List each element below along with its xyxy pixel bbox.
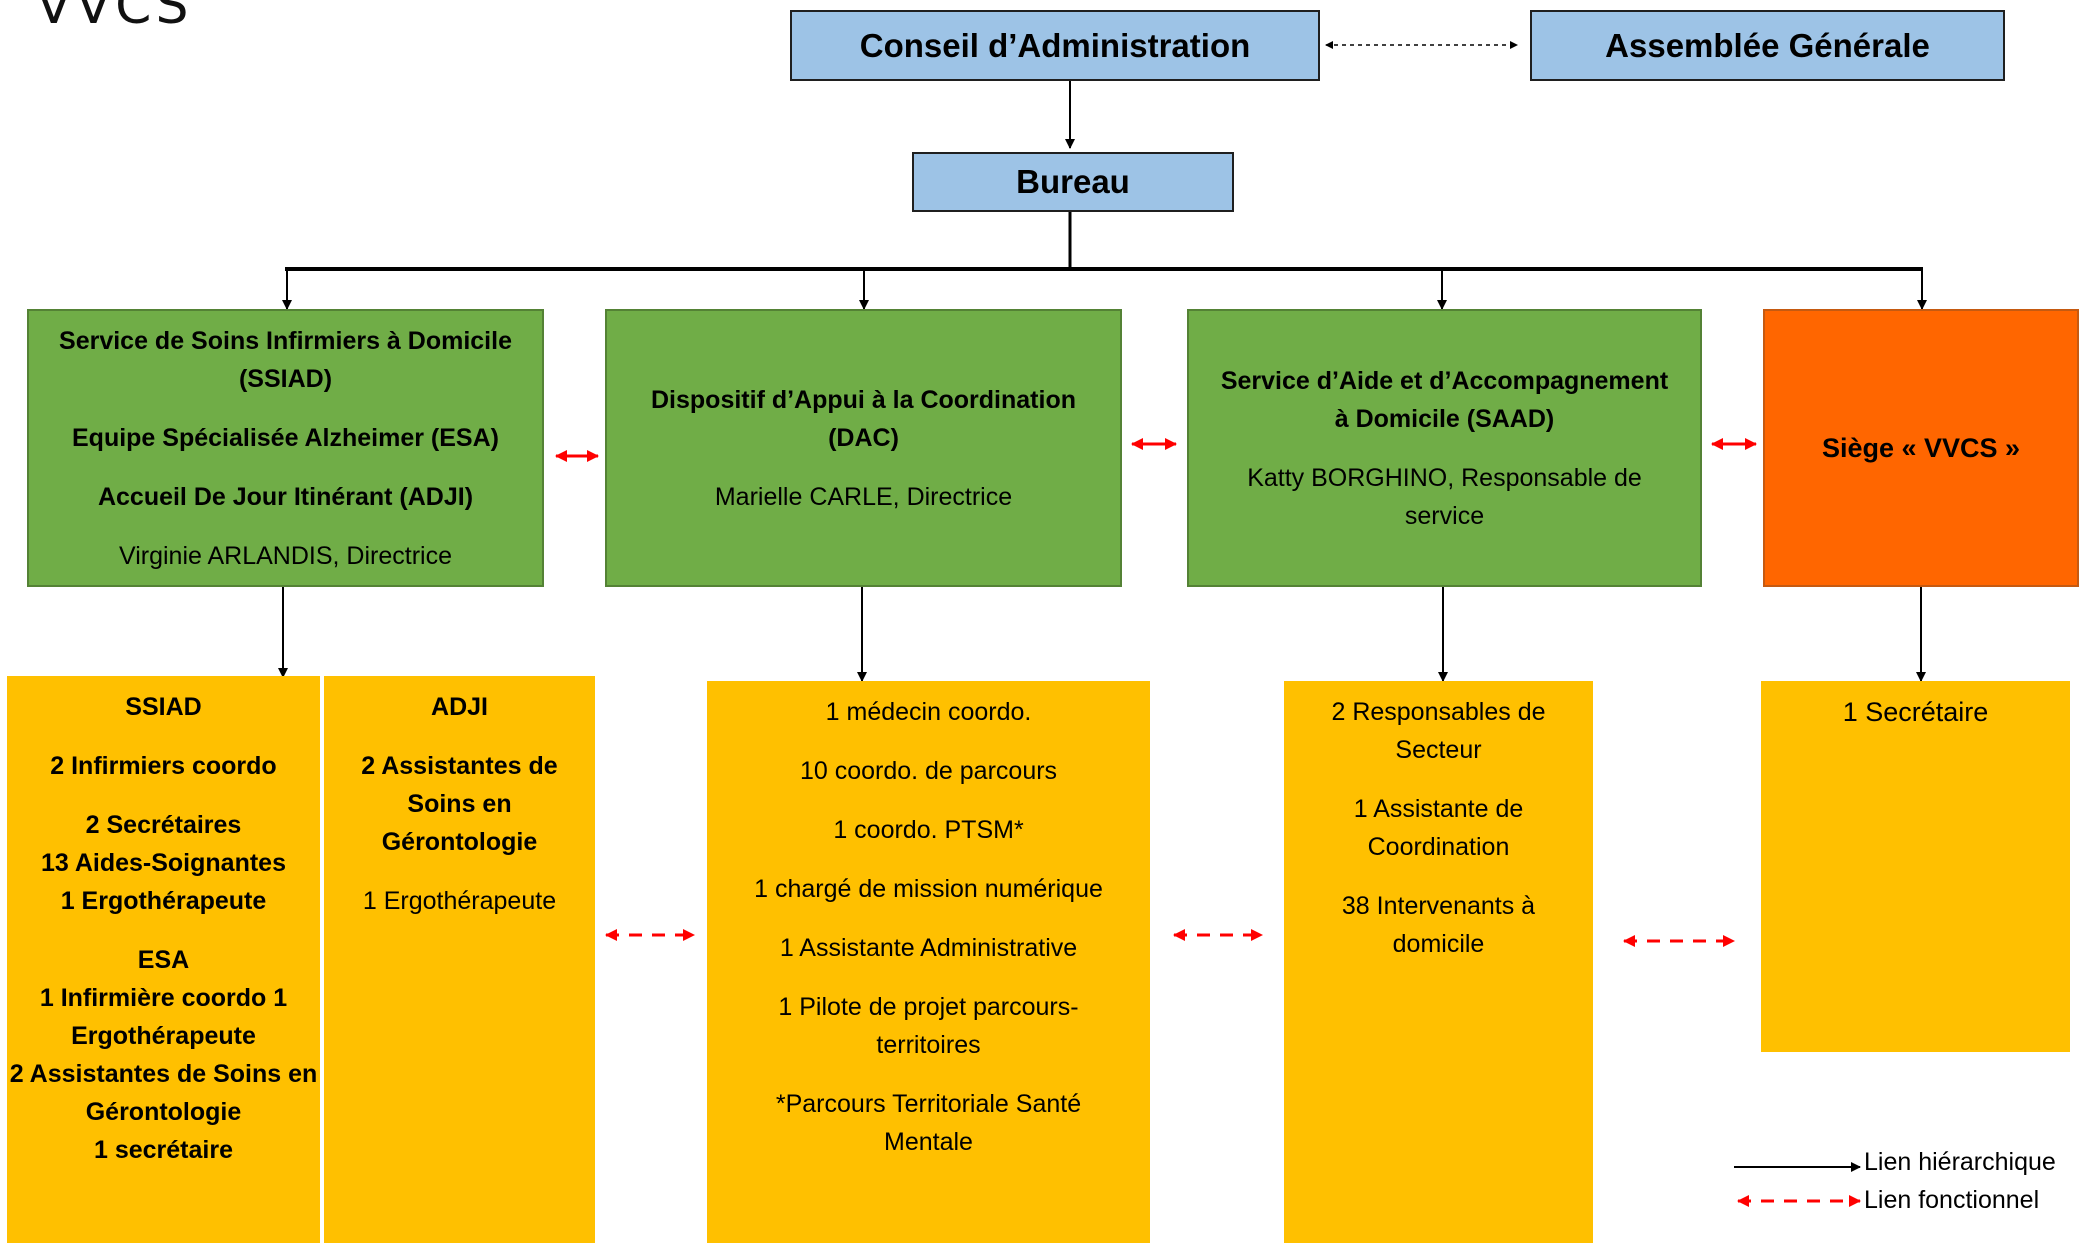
ssiad-staff-line: 1 Ergothérapeute bbox=[60, 887, 267, 915]
esa-staff-head: ESA bbox=[137, 946, 190, 974]
esa-staff-line: 2 Assistantes de Soins en Gérontologie bbox=[9, 1060, 318, 1126]
adji-staff-line: 1 Ergothérapeute bbox=[362, 887, 557, 915]
vvcs-logo: VVCS bbox=[36, 0, 193, 36]
saad-title: Service d’Aide et d’Accompagnement à Dom… bbox=[1220, 366, 1669, 433]
dac-title: Dispositif d’Appui à la Coordination (DA… bbox=[651, 385, 1076, 452]
siege-title: Siège « VVCS » bbox=[1821, 432, 2021, 463]
ssiad-title: Service de Soins Infirmiers à Domicile (… bbox=[59, 326, 512, 393]
adji-staff-box: ADJI 2 Assistantes de Soins en Gérontolo… bbox=[324, 676, 595, 1243]
legend-fonctionnel: Lien fonctionnel bbox=[1864, 1186, 2040, 1214]
ssiad-staff-line: 13 Aides-Soignantes bbox=[41, 849, 286, 877]
saad-staff-line: 2 Responsables de Secteur bbox=[1331, 698, 1546, 764]
dac-staff-line: 1 coordo. PTSM* bbox=[833, 816, 1024, 844]
adji-title: Accueil De Jour Itinérant (ADJI) bbox=[97, 482, 474, 511]
dac-staff-line: 1 médecin coordo. bbox=[825, 698, 1032, 726]
esa-title: Equipe Spécialisée Alzheimer (ESA) bbox=[72, 423, 499, 452]
esa-staff-line: 1 Infirmière coordo 1 Ergothérapeute bbox=[39, 984, 288, 1050]
ssiad-staff-line: 2 Secrétaires bbox=[85, 811, 242, 839]
dac-staff-box: 1 médecin coordo. 10 coordo. de parcours… bbox=[707, 681, 1150, 1243]
bureau-label: Bureau bbox=[1016, 163, 1130, 200]
conseil-administration-box: Conseil d’Administration bbox=[790, 10, 1320, 81]
saad-staff-line: 38 Intervenants à domicile bbox=[1341, 892, 1536, 958]
siege-box: Siège « VVCS » bbox=[1763, 309, 2079, 587]
dac-staff-line: 1 Assistante Administrative bbox=[779, 934, 1078, 962]
assemblee-generale-box: Assemblée Générale bbox=[1530, 10, 2005, 81]
dac-staff-line: 10 coordo. de parcours bbox=[799, 757, 1058, 785]
saad-staff-line: 1 Assistante de Coordination bbox=[1353, 795, 1524, 861]
ssiad-staff-line: 2 Infirmiers coordo bbox=[50, 752, 277, 780]
bureau-box: Bureau bbox=[912, 152, 1234, 212]
ssiad-staff-head: SSIAD bbox=[125, 693, 202, 721]
dac-director: Marielle CARLE, Directrice bbox=[714, 482, 1013, 511]
ssiad-staff-box: SSIAD 2 Infirmiers coordo 2 Secrétaires … bbox=[7, 676, 320, 1243]
ssiad-service-box: Service de Soins Infirmiers à Domicile (… bbox=[27, 309, 544, 587]
esa-staff-line: 1 secrétaire bbox=[93, 1136, 233, 1164]
legend-hierarchique: Lien hiérarchique bbox=[1864, 1148, 2056, 1176]
dac-service-box: Dispositif d’Appui à la Coordination (DA… bbox=[605, 309, 1122, 587]
saad-staff-box: 2 Responsables de Secteur 1 Assistante d… bbox=[1284, 681, 1593, 1243]
ssiad-director: Virginie ARLANDIS, Directrice bbox=[119, 541, 452, 570]
saad-service-box: Service d’Aide et d’Accompagnement à Dom… bbox=[1187, 309, 1702, 587]
adji-staff-line: 2 Assistantes de Soins en Gérontologie bbox=[361, 752, 558, 856]
dac-staff-line: 1 chargé de mission numérique bbox=[754, 875, 1103, 903]
dac-staff-note: *Parcours Territoriale Santé Mentale bbox=[775, 1090, 1082, 1156]
siege-staff-box: 1 Secrétaire bbox=[1761, 681, 2070, 1052]
dac-staff-line: 1 Pilote de projet parcours-territoires bbox=[778, 993, 1079, 1059]
conseil-administration-label: Conseil d’Administration bbox=[859, 26, 1251, 64]
saad-manager: Katty BORGHINO, Responsable de service bbox=[1247, 463, 1642, 530]
adji-staff-head: ADJI bbox=[431, 693, 488, 721]
assemblee-generale-label: Assemblée Générale bbox=[1605, 26, 1930, 64]
siege-staff-line: 1 Secrétaire bbox=[1842, 697, 1989, 727]
